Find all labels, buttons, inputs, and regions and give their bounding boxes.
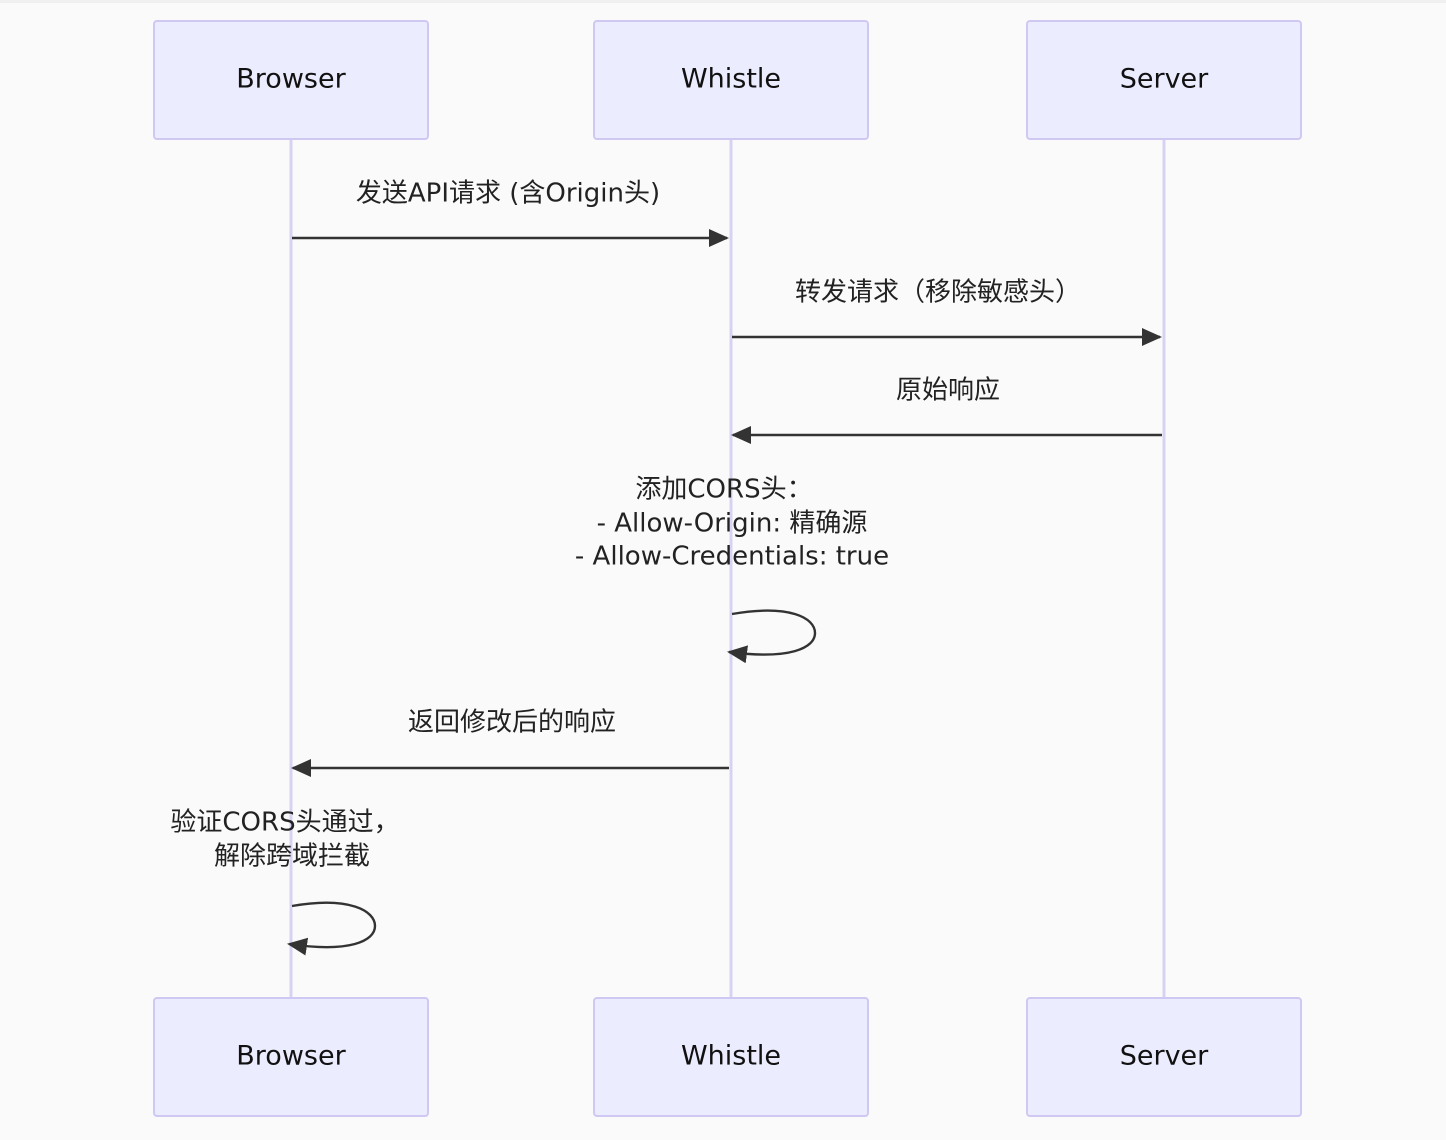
message-4-label-line1: 添加CORS头：	[635, 475, 812, 505]
message-server-to-whistle: 原始响应	[731, 376, 1162, 444]
actor-whistle-bottom: Whistle	[593, 997, 869, 1117]
actor-whistle-top: Whistle	[593, 20, 869, 140]
message-whistle-self: 添加CORS头： - Allow-Origin: 精确源 - Allow-Cre…	[575, 475, 889, 664]
message-3-label: 原始响应	[896, 376, 1000, 406]
message-6-label-line2: 解除跨域拦截	[214, 842, 370, 872]
message-whistle-to-browser: 返回修改后的响应	[291, 708, 729, 777]
message-2-label: 转发请求（移除敏感头）	[795, 278, 1081, 308]
message-4-label-line3: - Allow-Credentials: true	[575, 542, 889, 572]
message-whistle-to-server: 转发请求（移除敏感头）	[732, 278, 1162, 346]
message-1-label: 发送API请求 (含Origin头)	[356, 179, 660, 209]
actor-server-bottom: Server	[1026, 997, 1302, 1117]
message-6-label-line1: 验证CORS头通过，	[170, 808, 399, 838]
actor-whistle-bottom-label: Whistle	[681, 1041, 781, 1072]
message-4-label-line2: - Allow-Origin: 精确源	[597, 509, 868, 539]
actor-browser-bottom: Browser	[153, 997, 429, 1117]
actor-browser-bottom-label: Browser	[236, 1041, 346, 1072]
actor-whistle-top-label: Whistle	[681, 64, 781, 95]
message-browser-self: 验证CORS头通过， 解除跨域拦截	[170, 808, 400, 956]
actor-server-top: Server	[1026, 20, 1302, 140]
message-5-label: 返回修改后的响应	[408, 708, 616, 738]
message-6-loop-arrow	[287, 901, 377, 956]
message-browser-to-whistle: 发送API请求 (含Origin头)	[292, 179, 729, 247]
actor-server-top-label: Server	[1120, 64, 1209, 95]
actor-browser-top: Browser	[153, 20, 429, 140]
actor-browser-top-label: Browser	[236, 64, 346, 95]
top-edge	[0, 0, 1446, 3]
actor-server-bottom-label: Server	[1120, 1041, 1209, 1072]
message-4-loop-arrow	[727, 609, 817, 664]
